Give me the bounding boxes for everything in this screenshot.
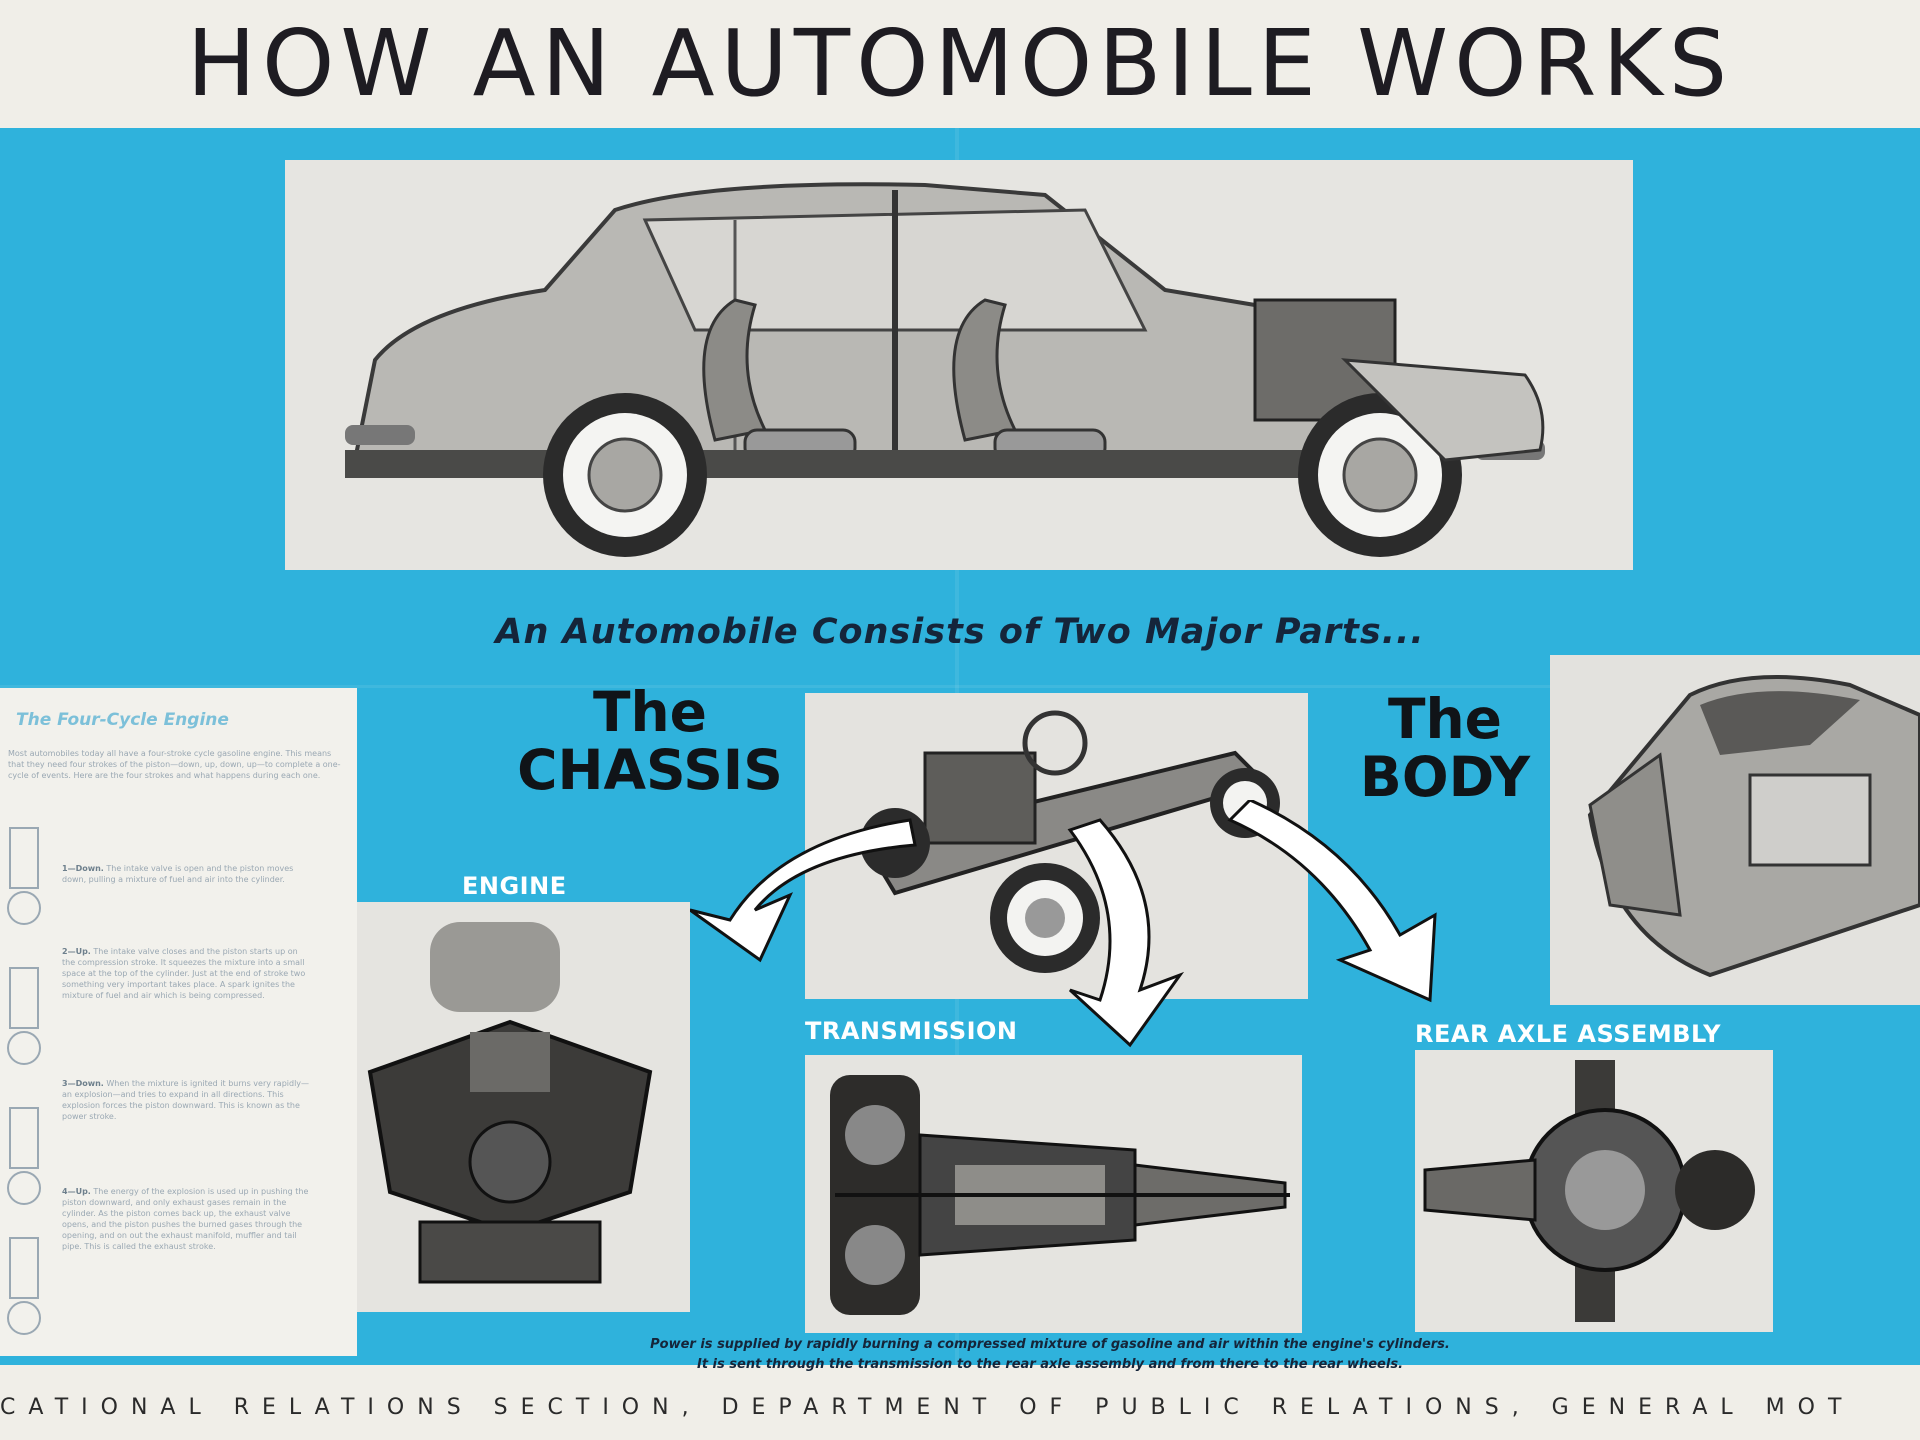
step-text: The intake valve closes and the piston s… <box>62 947 306 1000</box>
cycle-step: 4—Up. The energy of the explosion is use… <box>62 1186 312 1252</box>
engine-label: ENGINE <box>462 872 567 900</box>
footer-credit: CATIONAL RELATIONS SECTION, DEPARTMENT O… <box>0 1395 1855 1420</box>
chassis-the: The <box>593 680 707 744</box>
engine-photo <box>330 902 690 1312</box>
piston-diagrams <box>7 827 41 1335</box>
poster-title: HOW AN AUTOMOBILE WORKS <box>186 10 1734 117</box>
chassis-label: CHASSIS <box>517 738 783 802</box>
chassis-heading: The CHASSIS <box>505 683 795 799</box>
four-cycle-engine-panel: The Four-Cycle Engine Most automobiles t… <box>0 688 357 1356</box>
cycle-step: 1—Down. The intake valve is open and the… <box>62 863 312 885</box>
body-the: The <box>1388 687 1502 751</box>
power-caption: Power is supplied by rapidly burning a c… <box>500 1335 1600 1375</box>
cycle-step: 3—Down. When the mixture is ignited it b… <box>62 1078 312 1122</box>
chassis-photo <box>805 693 1308 999</box>
flow-arrows <box>689 800 1437 1048</box>
transmission-label: TRANSMISSION <box>805 1017 1018 1045</box>
step-number: 3—Down. <box>62 1079 104 1088</box>
fold-line <box>0 685 1920 688</box>
caption-line: Power is supplied by rapidly burning a c… <box>650 1337 1450 1352</box>
caption-line: It is sent through the transmission to t… <box>696 1357 1404 1372</box>
four-cycle-heading: The Four-Cycle Engine <box>16 710 229 730</box>
four-cycle-intro: Most automobiles today all have a four-s… <box>8 749 341 780</box>
transmission-photo <box>805 1055 1302 1333</box>
step-text: The energy of the explosion is used up i… <box>62 1187 309 1251</box>
car-cutaway-photo <box>285 160 1633 570</box>
rear-axle-photo <box>1415 1050 1773 1332</box>
step-text: When the mixture is ignited it burns ver… <box>62 1079 310 1121</box>
step-text: The intake valve is open and the piston … <box>62 864 294 884</box>
poster-subtitle: An Automobile Consists of Two Major Part… <box>495 612 1425 652</box>
rear-axle-label: REAR AXLE ASSEMBLY <box>1415 1020 1721 1048</box>
body-label: BODY <box>1359 745 1531 809</box>
body-shell-photo <box>1550 655 1920 1005</box>
step-number: 1—Down. <box>62 864 104 873</box>
step-number: 4—Up. <box>62 1187 91 1196</box>
body-heading: The BODY <box>1345 690 1545 806</box>
step-number: 2—Up. <box>62 947 91 956</box>
cycle-step: 2—Up. The intake valve closes and the pi… <box>62 946 312 1001</box>
